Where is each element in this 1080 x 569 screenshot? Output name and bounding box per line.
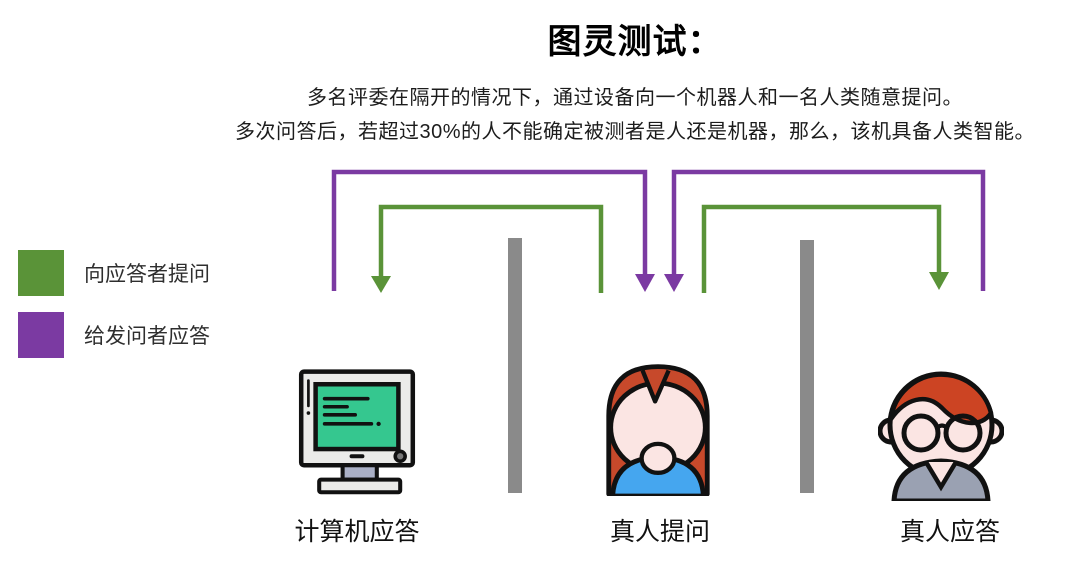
page-title: 图灵测试：	[547, 23, 723, 61]
description: 多名评委在隔开的情况下，通过设备向一个机器人和一名人类随意提问。 多次问答后，若…	[190, 81, 1080, 149]
computer-label: 计算机应答	[294, 518, 420, 546]
responder-label: 真人应答	[899, 518, 1001, 546]
description-line-2: 多次问答后，若超过30%的人不能确定被测者是人还是机器，那么，该机具备人类智能。	[234, 121, 1036, 143]
legend-label: 向应答者提问	[84, 263, 210, 286]
legend-item-question: 向应答者提问	[18, 250, 210, 296]
legend-label: 给发问者应答	[84, 325, 210, 348]
green-swatch-icon	[18, 250, 64, 296]
answer-arrow-computer-to-questioner	[331, 169, 655, 292]
description-line-1: 多名评委在隔开的情况下，通过设备向一个机器人和一名人类随意提问。	[307, 87, 963, 109]
answer-arrow-responder-to-questioner	[664, 169, 986, 292]
man-responder-icon	[878, 371, 1004, 501]
partition-wall-left	[508, 238, 522, 493]
purple-swatch-icon	[18, 312, 64, 358]
woman-questioner-icon	[606, 364, 710, 496]
partition-wall-right	[800, 240, 814, 493]
legend-item-answer: 给发问者应答	[18, 312, 210, 358]
computer-icon	[298, 369, 416, 495]
questioner-label: 真人提问	[609, 518, 711, 546]
question-arrow-questioner-to-computer	[371, 204, 604, 293]
legend: 向应答者提问 给发问者应答	[18, 250, 210, 374]
question-arrow-questioner-to-responder	[701, 204, 949, 293]
header: 图灵测试： 多名评委在隔开的情况下，通过设备向一个机器人和一名人类随意提问。 多…	[0, 0, 1080, 149]
